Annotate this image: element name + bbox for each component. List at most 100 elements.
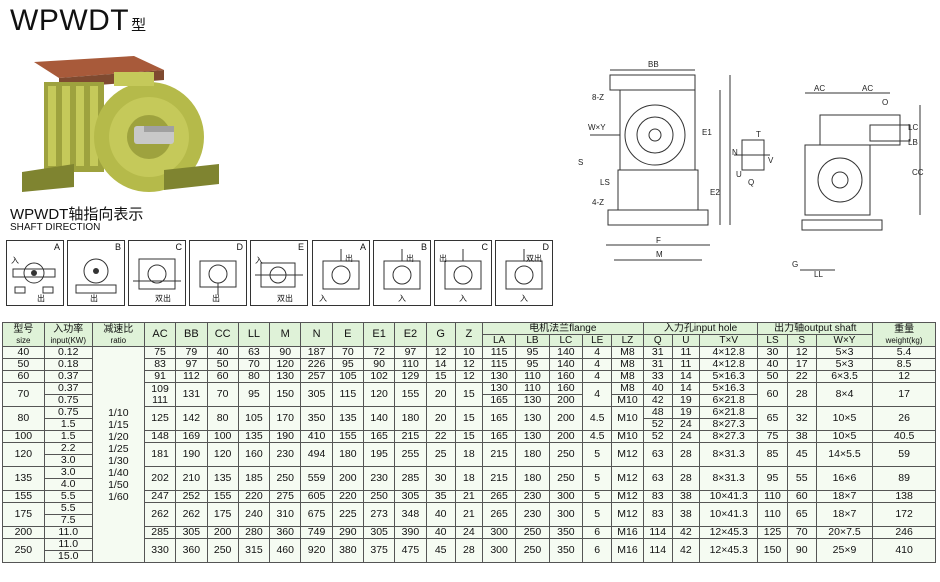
table-cell: 50 [2,358,45,371]
table-cell: 95 [237,382,271,407]
header-dim: CC [206,322,239,347]
table-cell: M12 [611,466,644,491]
table-cell: 18 [454,442,483,467]
table-cell: 300 [548,502,584,527]
dim-label: U [736,170,742,179]
dim-label: F [656,236,661,245]
table-cell: 10 [454,346,483,359]
table-cell: 310 [269,502,302,527]
table-cell: 19 [671,406,700,419]
direction-box: D 双出 入 [495,240,553,306]
table-cell: 38 [671,502,700,527]
header-sub: S [786,334,817,347]
table-cell: 102 [362,370,396,383]
table-cell: 5×16.3 [698,382,759,395]
table-cell: 10×41.3 [698,502,759,527]
table-cell: 72 [362,346,396,359]
direction-box: D 出 [189,240,247,306]
table-cell: 215 [481,442,517,467]
table-cell: 262 [175,502,208,527]
table-cell: 155 [331,430,364,443]
dim-label: S [578,158,583,167]
table-cell: 38 [671,490,700,503]
table-cell: 160 [237,442,271,467]
table-cell: 475 [394,538,427,563]
table-cell: 52 [642,430,673,443]
header-sub: LA [481,334,517,347]
shaft-direction-title: WPWDT轴指向表示 [10,206,144,223]
dim-label: E1 [702,128,712,137]
table-cell: 120 [269,358,302,371]
dim-label: Q [748,178,754,187]
table-cell: 14 [425,358,456,371]
table-cell: 75 [143,346,177,359]
table-cell: 17 [786,358,817,371]
table-cell: 22 [425,430,456,443]
table-cell: 920 [300,538,333,563]
table-cell: 35 [425,490,456,503]
table-cell: 130 [515,394,550,407]
table-cell: 230 [515,490,550,503]
table-cell: 187 [300,346,333,359]
table-cell: M10 [611,406,644,431]
table-cell: M10 [611,394,644,407]
table-cell: 250 [515,526,550,539]
header-sub: LE [582,334,613,347]
table-cell: 250 [515,538,550,563]
table-cell: 202 [143,466,177,491]
table-cell: 3.0 [43,466,93,479]
table-cell: 200 [206,526,239,539]
table-cell: 79 [175,346,208,359]
table-cell: 65 [757,406,788,431]
technical-drawing: BB 8-Z W×Y S LS 4-Z E1 N E2 F M T V U Q … [578,60,924,279]
table-cell: 115 [331,382,364,407]
table-cell: 190 [269,430,302,443]
table-cell: 246 [872,526,936,539]
table-cell: 494 [300,442,333,467]
table-cell: 75 [757,430,788,443]
table-cell: 15 [454,406,483,431]
table-cell: 110 [515,370,550,383]
table-cell: 0.12 [43,346,93,359]
table-cell: 130 [481,382,517,395]
table-cell: 114 [642,538,673,563]
table-cell: 59 [872,442,936,467]
table-cell: 63 [237,346,271,359]
table-cell: 60 [786,490,817,503]
shaft-direction-subtitle: SHAFT DIRECTION [10,222,101,233]
table-cell: 80 [237,370,271,383]
table-cell: 410 [872,538,936,563]
table-cell: 100 [2,430,45,443]
header-dim: E1 [362,322,396,347]
table-cell: 250 [206,538,239,563]
table-cell: 10×41.3 [698,490,759,503]
dim-label: LB [908,138,918,147]
direction-box: A 入 出 [6,240,64,306]
table-cell: 45 [425,538,456,563]
table-cell: 160 [548,382,584,395]
table-cell: 220 [331,490,364,503]
table-cell: 165 [481,394,517,407]
table-cell: 11.0 [43,526,93,539]
table-cell: 24 [454,526,483,539]
table-cell: 42 [671,538,700,563]
dim-label: E2 [710,188,720,197]
table-cell: 675 [300,502,333,527]
header-dim: N [300,322,333,347]
table-cell: 300 [481,526,517,539]
table-cell: 265 [481,502,517,527]
table-cell: 25×9 [815,538,874,563]
table-cell: 315 [237,538,271,563]
table-cell: 215 [481,466,517,491]
table-cell: 7.5 [43,514,93,527]
table-cell: 200 [548,406,584,431]
table-cell: 4 [582,382,613,407]
dim-label: N [732,148,738,157]
header-dim: G [425,322,456,347]
table-cell: 8×27.3 [698,418,759,431]
header-dim: LL [237,322,271,347]
table-cell: 250 [269,466,302,491]
